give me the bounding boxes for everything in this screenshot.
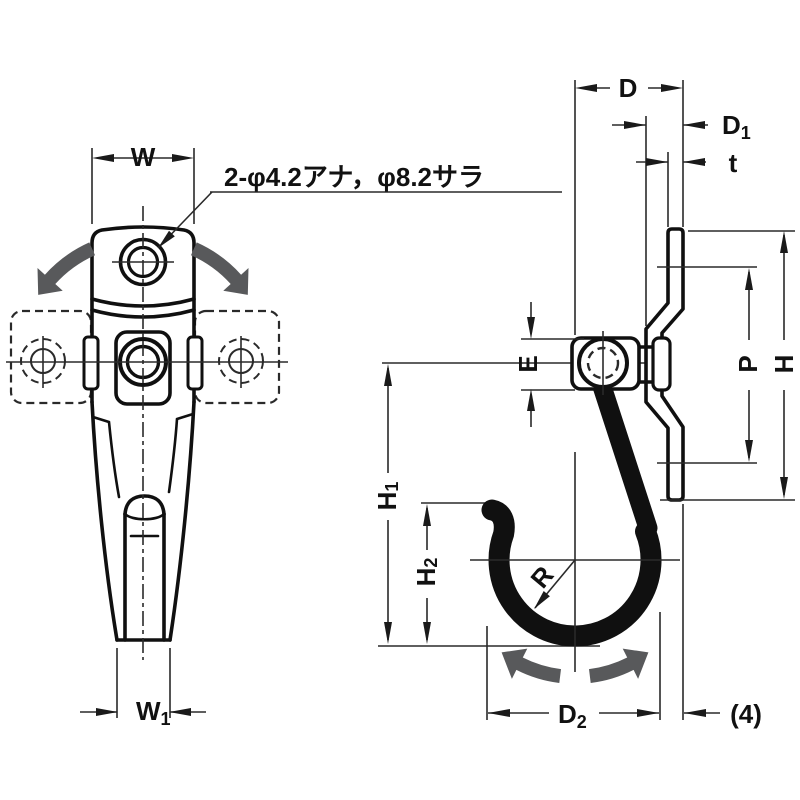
hole-annotation: 2-φ4.2アナ，φ8.2サラ xyxy=(224,162,484,192)
hole-annotation-leader xyxy=(157,191,562,249)
swing-arrow-bottom-left xyxy=(501,648,561,683)
labels: W 2-φ4.2アナ，φ8.2サラ D D1 t E P H H1 H2 R D… xyxy=(131,73,799,732)
pivot-block xyxy=(570,331,641,395)
swung-bracket-right xyxy=(193,309,281,405)
swung-bracket-left xyxy=(9,309,93,405)
label-D2: D2 xyxy=(558,699,587,732)
label-gap4: (4) xyxy=(730,699,762,729)
dimension-E xyxy=(521,302,584,427)
dimension-W1 xyxy=(80,648,206,718)
swing-arrow-top-left xyxy=(37,242,95,295)
dimension-W xyxy=(91,148,195,224)
swing-arrow-top-right xyxy=(191,242,249,295)
dimension-R xyxy=(534,559,576,609)
side-view xyxy=(470,80,795,720)
label-t: t xyxy=(729,148,738,178)
dimension-D2 xyxy=(486,504,684,720)
dimension-H xyxy=(660,230,795,501)
label-R: R xyxy=(524,560,559,594)
dimension-D xyxy=(574,80,684,335)
swing-arrow-bottom-right xyxy=(589,648,649,683)
label-D: D xyxy=(619,73,638,103)
centerlines-front xyxy=(6,206,288,660)
label-H1: H1 xyxy=(372,482,402,511)
dimension-P xyxy=(657,266,757,464)
dimension-D1 xyxy=(612,116,708,326)
label-P: P xyxy=(733,355,763,372)
dimension-t xyxy=(636,152,706,227)
label-H: H xyxy=(769,355,799,374)
label-E: E xyxy=(513,355,543,372)
dimension-gap4 xyxy=(684,709,720,717)
hook-wire-side xyxy=(481,364,662,647)
label-D1: D1 xyxy=(722,110,751,143)
label-H2: H2 xyxy=(411,558,441,587)
mounting-plate xyxy=(644,227,685,502)
label-W1: W1 xyxy=(136,696,171,729)
label-W: W xyxy=(131,142,156,172)
swivel-stud xyxy=(636,336,672,392)
